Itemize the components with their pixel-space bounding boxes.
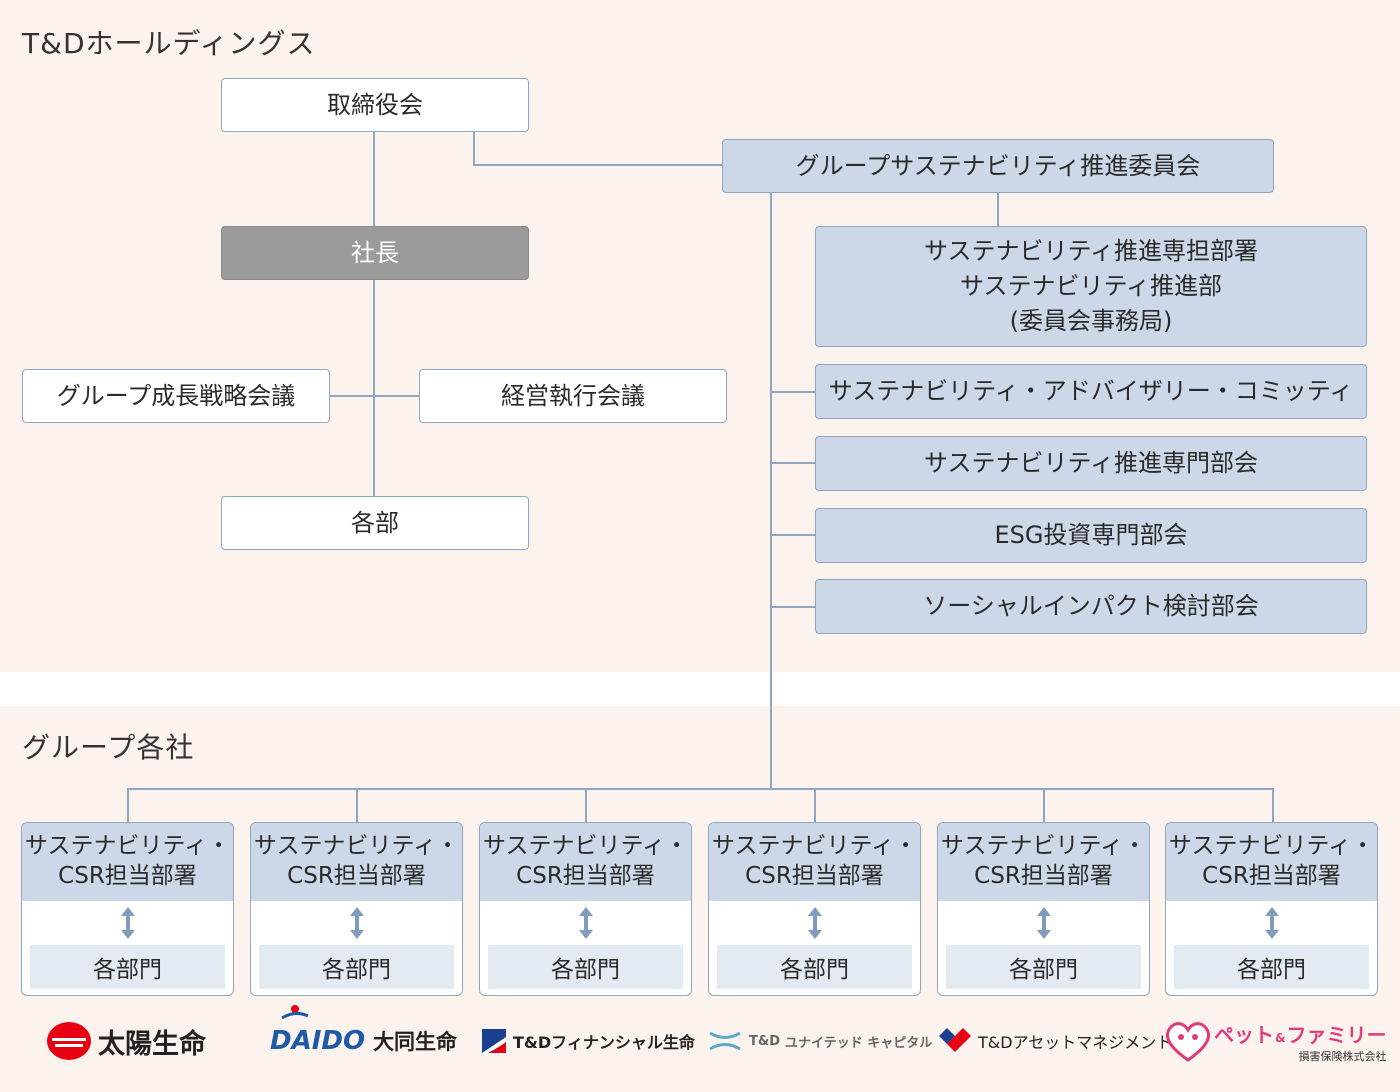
connector-board-committee-h <box>473 164 722 166</box>
logo-daido: DAIDO 大同生命 <box>270 1005 458 1067</box>
card-top-line2: CSR担当部署 <box>974 863 1113 889</box>
financial-flag-icon <box>482 1029 506 1053</box>
card-sustainability-dept: サステナビリティ・ CSR担当部署 <box>251 823 462 901</box>
card-top-line1: サステナビリティ・ <box>482 833 689 860</box>
social-impact-box: ソーシャルインパクト検討部会 <box>815 579 1367 634</box>
departments-box: 各部 <box>221 496 529 550</box>
daido-figure-icon <box>281 1005 309 1020</box>
logo-united: T&D ユナイテッド キャピタル <box>709 1015 932 1067</box>
card-top-line1: サステナビリティ・ <box>253 833 460 860</box>
card-top-line2: CSR担当部署 <box>58 863 197 889</box>
asset-name: T&Dアセットマネジメント <box>978 1033 1173 1052</box>
connector-advisory <box>770 391 816 393</box>
board-of-directors-box: 取締役会 <box>221 78 529 132</box>
connector-president-departments <box>373 279 375 496</box>
asset-diamond-icon <box>939 1028 971 1052</box>
connector-group-drop-4 <box>814 788 816 823</box>
double-arrow-icon <box>251 905 462 941</box>
growth-strategy-box: グループ成長戦略会議 <box>22 369 330 423</box>
pet-name-part1: ペット <box>1214 1022 1274 1047</box>
taiyo-name: 太陽生命 <box>98 1028 206 1060</box>
card-top-line2: CSR担当部署 <box>745 863 884 889</box>
logo-asset: T&Dアセットマネジメント <box>938 1015 1172 1067</box>
card-top-line2: CSR担当部署 <box>516 863 655 889</box>
card-top-line2: CSR担当部署 <box>1202 863 1341 889</box>
pet-heart-icon <box>1165 1022 1211 1062</box>
connector-group-drop-6 <box>1272 788 1274 823</box>
card-departments: 各部門 <box>1174 945 1369 989</box>
card-departments: 各部門 <box>488 945 683 989</box>
connector-main-trunk <box>770 193 772 790</box>
united-name: ユナイテッド キャピタル <box>785 1035 933 1051</box>
card-sustainability-dept: サステナビリティ・ CSR担当部署 <box>709 823 920 901</box>
group-company-card: サステナビリティ・ CSR担当部署 各部門 <box>21 822 234 996</box>
financial-name: T&Dフィナンシャル生命 <box>513 1033 695 1052</box>
management-exec-box: 経営執行会議 <box>419 369 727 423</box>
card-sustainability-dept: サステナビリティ・ CSR担当部署 <box>22 823 233 901</box>
card-departments: 各部門 <box>259 945 454 989</box>
connector-growth-exec <box>330 395 420 397</box>
connector-group-drop-5 <box>1043 788 1045 823</box>
sustainability-committee-box: グループサステナビリティ推進委員会 <box>722 139 1274 193</box>
double-arrow-icon <box>709 905 920 941</box>
card-departments: 各部門 <box>946 945 1141 989</box>
connector-group-horizontal <box>127 788 1274 790</box>
connector-group-drop-2 <box>356 788 358 823</box>
connector-sust-subcommittee <box>770 462 816 464</box>
card-departments: 各部門 <box>717 945 912 989</box>
pet-ampersand: & <box>1275 1030 1286 1045</box>
sustainability-office-line1: サステナビリティ推進専担部署 <box>923 237 1259 266</box>
double-arrow-icon <box>480 905 691 941</box>
card-top-line1: サステナビリティ・ <box>940 833 1147 860</box>
card-top-line1: サステナビリティ・ <box>1168 833 1375 860</box>
daido-mark: DAIDO <box>270 1026 366 1056</box>
president-box: 社長 <box>221 226 529 280</box>
connector-committee-office <box>997 193 999 227</box>
double-arrow-icon <box>22 905 233 941</box>
card-top-line2: CSR担当部署 <box>287 863 426 889</box>
group-company-card: サステナビリティ・ CSR担当部署 各部門 <box>479 822 692 996</box>
card-sustainability-dept: サステナビリティ・ CSR担当部署 <box>480 823 691 901</box>
connector-group-drop-1 <box>127 788 129 823</box>
advisory-committee-box: サステナビリティ・アドバイザリー・コミッティ <box>815 364 1367 419</box>
esg-subcommittee-box: ESG投資専門部会 <box>815 508 1367 563</box>
connector-esg <box>770 534 816 536</box>
connector-group-drop-3 <box>585 788 587 823</box>
card-sustainability-dept: サステナビリティ・ CSR担当部署 <box>1166 823 1377 901</box>
group-company-card: サステナビリティ・ CSR担当部署 各部門 <box>937 822 1150 996</box>
sustainability-office-line2: サステナビリティ推進部 <box>959 272 1223 301</box>
connector-board-president <box>373 131 375 227</box>
connector-social-impact <box>770 606 816 608</box>
card-top-line1: サステナビリティ・ <box>711 833 918 860</box>
holdings-title: T&Dホールディングス <box>22 27 316 60</box>
double-arrow-icon <box>938 905 1149 941</box>
connector-board-committee-v <box>473 131 475 166</box>
group-title: グループ各社 <box>22 731 195 764</box>
sustainability-office-box: サステナビリティ推進専担部署 サステナビリティ推進部 (委員会事務局) <box>815 226 1367 347</box>
group-company-card: サステナビリティ・ CSR担当部署 各部門 <box>708 822 921 996</box>
logo-taiyo: 太陽生命 <box>46 1015 206 1067</box>
pet-subtitle: 損害保険株式会社 <box>1298 1049 1387 1063</box>
logo-pet-family: ペット & ファミリー 損害保険株式会社 <box>1164 1015 1386 1067</box>
card-sustainability-dept: サステナビリティ・ CSR担当部署 <box>938 823 1149 901</box>
united-prefix: T&D <box>749 1033 780 1049</box>
united-wave-icon <box>709 1031 741 1051</box>
group-company-card: サステナビリティ・ CSR担当部署 各部門 <box>1165 822 1378 996</box>
sustainability-subcommittee-box: サステナビリティ推進専門部会 <box>815 436 1367 491</box>
sustainability-office-line3: (委員会事務局) <box>1009 306 1173 335</box>
pet-name-part2: ファミリー <box>1286 1022 1387 1047</box>
group-company-card: サステナビリティ・ CSR担当部署 各部門 <box>250 822 463 996</box>
card-top-line1: サステナビリティ・ <box>24 833 231 860</box>
daido-name: 大同生命 <box>373 1030 458 1054</box>
logo-financial: T&Dフィナンシャル生命 <box>482 1015 695 1067</box>
double-arrow-icon <box>1166 905 1377 941</box>
taiyo-sun-icon <box>47 1022 91 1060</box>
card-departments: 各部門 <box>30 945 225 989</box>
